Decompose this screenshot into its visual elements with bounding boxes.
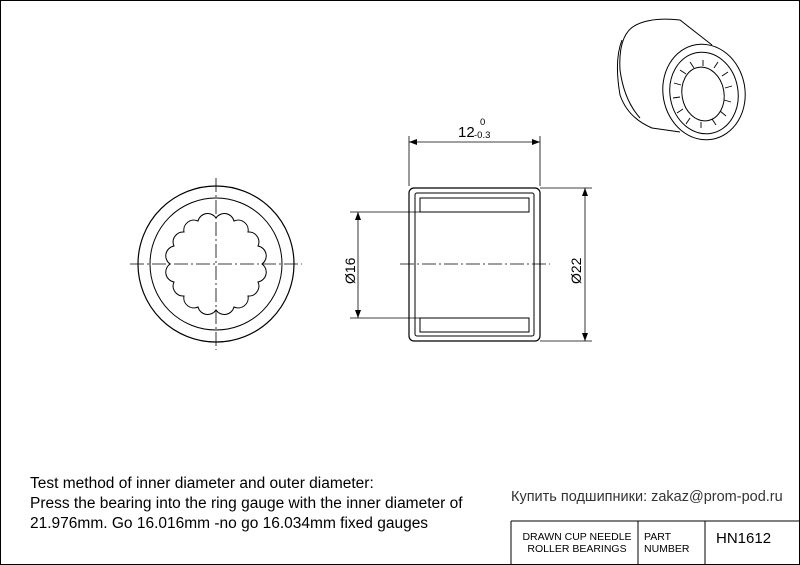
part-number: HN1612	[716, 530, 772, 547]
isometric-view	[616, 18, 746, 141]
dimension-width	[408, 136, 541, 186]
width-nominal: 12	[458, 124, 475, 141]
contact-text: Купить подшипники: zakaz@prom-pod.ru	[511, 489, 783, 505]
part-label-line-2: NUMBER	[644, 543, 690, 555]
part-number-label: PART NUMBER	[644, 531, 690, 555]
product-description: DRAWN CUP NEEDLE ROLLER BEARINGS	[517, 531, 637, 555]
part-label-line-1: PART	[644, 531, 672, 543]
side-view	[400, 187, 550, 342]
dimension-outer-diameter	[540, 187, 592, 342]
width-upper-tolerance: 0	[480, 117, 485, 128]
description-line-1: DRAWN CUP NEEDLE	[522, 531, 632, 543]
notes-line-3: 21.976mm. Go 16.016mm -no go 16.034mm fi…	[30, 515, 429, 532]
notes-line-1: Test method of inner diameter and outer …	[30, 475, 374, 492]
title-block-frame	[510, 520, 800, 565]
title-block: DRAWN CUP NEEDLE ROLLER BEARINGS PART NU…	[511, 521, 800, 565]
description-line-2: ROLLER BEARINGS	[527, 543, 627, 555]
dimension-inner-diameter	[350, 211, 420, 319]
end-view	[130, 178, 302, 350]
inner-diameter-label: Ø16	[342, 257, 358, 284]
outer-diameter-label: Ø22	[568, 257, 584, 284]
test-method-notes: Test method of inner diameter and outer …	[30, 474, 500, 534]
width-lower-tolerance: -0.3	[474, 130, 490, 141]
notes-line-2: Press the bearing into the ring gauge wi…	[30, 495, 463, 512]
